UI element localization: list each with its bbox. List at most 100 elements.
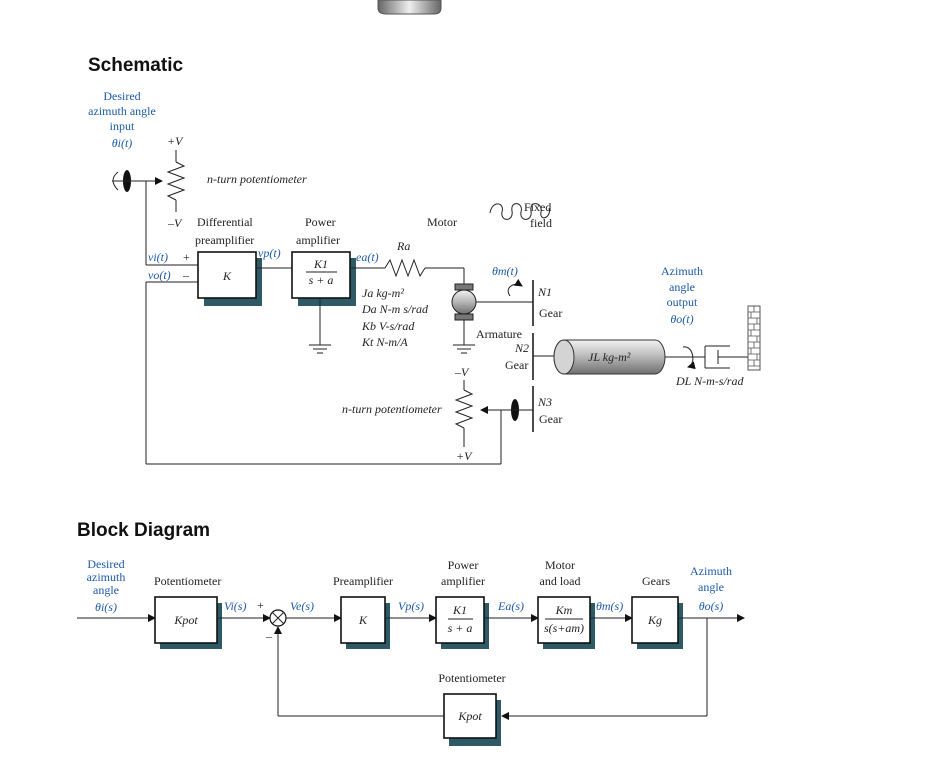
motor-brush-top: [454, 283, 474, 291]
bd-vp-label: Vp(s): [398, 599, 424, 613]
armature-label: Armature: [476, 327, 522, 341]
bd-kg-label: Kg: [647, 613, 662, 627]
diff-amp-label-1: Differential: [197, 215, 253, 229]
bd-kpot-fb-label: Kpot: [457, 709, 482, 723]
minus-sign: –: [182, 268, 190, 282]
bd-motor-load-2: and load: [540, 574, 581, 588]
bd-desired-1: Desired: [87, 557, 124, 571]
diff-amp-label-2: preamplifier: [195, 233, 254, 247]
fixed-field-coil-icon: [489, 203, 550, 220]
bd-theta-o: θo(s): [699, 599, 724, 613]
motor-brush-bottom: [454, 313, 474, 321]
bd-motor-block: [537, 596, 591, 644]
motor-param-da: Da N-m s/rad: [361, 302, 429, 316]
motor-icon: [451, 289, 477, 315]
theta-m-rotation-arrow: [507, 278, 523, 297]
vp-label: vp(t): [258, 246, 281, 260]
top-potentiometer-icon: [166, 161, 186, 201]
bd-kpot-block: [154, 596, 218, 644]
gear-n2-gear: Gear: [505, 358, 528, 372]
gear-n1-gear: Gear: [539, 306, 562, 320]
desired-label-2: azimuth angle: [88, 104, 156, 118]
vo-label: vo(t): [148, 268, 171, 282]
ra-resistor-icon: [384, 258, 426, 278]
gear-n3-gear: Gear: [539, 412, 562, 426]
bd-amp-block: [435, 596, 485, 644]
bd-kpot-fb-block: [443, 693, 497, 739]
motor-param-kt: Kt N-m/A: [361, 335, 408, 349]
load-cylinder-end: [553, 339, 575, 375]
gear-n2-label: N2: [514, 341, 529, 355]
azimuth-out-2: angle: [669, 280, 695, 294]
bd-azimuth-1: Azimuth: [690, 564, 732, 578]
motor-param-kb: Kb V-s/rad: [361, 319, 415, 333]
amp-block: [291, 251, 351, 299]
bd-amp-den: s + a: [448, 621, 473, 635]
load-label: JL kg-m²: [588, 350, 631, 364]
damper-label: DL N-m-s/rad: [675, 374, 744, 388]
bd-kg-block: [631, 596, 679, 644]
azimuth-out-1: Azimuth: [661, 264, 703, 278]
bd-motor-den: s(s+am): [544, 621, 584, 635]
bd-preamp-label: Preamplifier: [333, 574, 393, 588]
bd-motor-load-1: Motor: [545, 558, 575, 572]
ea-label: ea(t): [356, 250, 379, 264]
gear-n1-label: N1: [537, 285, 552, 299]
block-diagram-heading: Block Diagram: [77, 520, 211, 541]
bd-theta-m-label: θm(s): [596, 599, 623, 613]
plus-v-top: +V: [167, 134, 184, 148]
bd-desired-2: azimuth: [87, 570, 126, 584]
plus-v-bottom: +V: [456, 449, 473, 463]
schematic-heading: Schematic: [88, 55, 184, 76]
pot-top-label: n-turn potentiometer: [207, 172, 307, 186]
bd-vi-label: Vi(s): [224, 599, 246, 613]
bottom-potentiometer-icon: [454, 389, 474, 429]
bd-amp-num: K1: [452, 603, 467, 617]
pot-bottom-label: n-turn potentiometer: [342, 402, 442, 416]
schematic: Desired azimuth angle input θi(t) +V –V …: [88, 89, 761, 465]
bd-potentiometer-label: Potentiometer: [154, 574, 221, 588]
plus-sign: +: [183, 250, 190, 264]
damper-cup: [704, 345, 730, 369]
summing-cross-2: [271, 611, 285, 625]
vi-label: vi(t): [148, 250, 168, 264]
amp-denominator: s + a: [309, 273, 334, 287]
bd-feedback-label: Potentiometer: [438, 671, 505, 685]
bd-theta-i: θi(s): [95, 600, 117, 614]
bd-gears-label: Gears: [642, 574, 670, 588]
minus-v-motor: –V: [454, 365, 470, 379]
theta-i-label: θi(t): [112, 136, 133, 150]
desired-label-1: Desired: [103, 89, 140, 103]
minus-v-left: –V: [167, 216, 183, 230]
motor-label: Motor: [427, 215, 457, 229]
bd-power-amp-1: Power: [448, 558, 479, 572]
theta-o-label: θo(t): [670, 312, 693, 326]
top-cylinder-shape: [377, 0, 442, 15]
block-diagram: Desired azimuth angle θi(s) Potentiomete…: [77, 557, 745, 746]
bd-plus: +: [257, 598, 264, 612]
wall-icon: [747, 305, 761, 371]
amp-numerator: K1: [313, 257, 328, 271]
bd-k-block: [340, 596, 386, 644]
bd-ve-label: Ve(s): [290, 599, 314, 613]
k-block-label: K: [222, 269, 232, 283]
desired-label-3: input: [110, 119, 135, 133]
theta-m-label: θm(t): [492, 264, 518, 278]
k-block: [197, 251, 257, 299]
bd-motor-num: Km: [555, 603, 573, 617]
azimuth-out-3: output: [667, 295, 698, 309]
bd-power-amp-2: amplifier: [441, 574, 485, 588]
ra-label: Ra: [396, 239, 410, 253]
gear-n3-label: N3: [537, 395, 552, 409]
fixed-field-label-2: field: [530, 216, 552, 230]
motor-param-ja: Ja kg-m²: [362, 286, 404, 300]
power-amp-label-1: Power: [305, 215, 336, 229]
bd-kpot-label: Kpot: [173, 613, 198, 627]
bd-desired-3: angle: [93, 583, 119, 597]
bd-azimuth-2: angle: [698, 580, 724, 594]
theta-o-rotation-arrow: [682, 346, 696, 370]
bd-k-label: K: [358, 613, 368, 627]
bd-minus: –: [265, 629, 273, 643]
